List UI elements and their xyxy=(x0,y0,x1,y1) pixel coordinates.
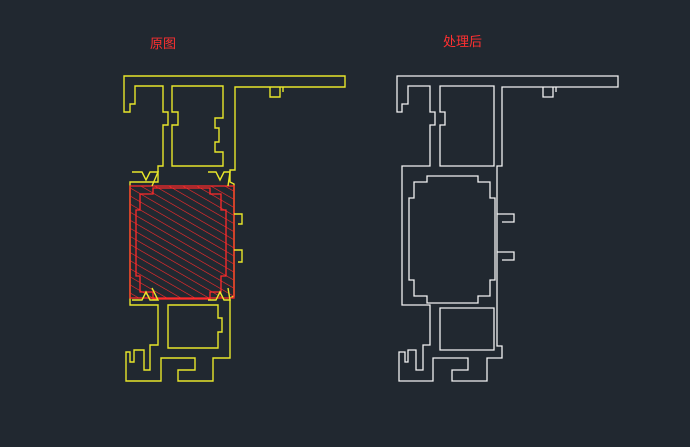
original-hatch-border xyxy=(129,185,235,299)
original-profile[interactable] xyxy=(123,75,346,382)
original-right-tabs xyxy=(234,213,243,263)
original-label: 原图 xyxy=(150,37,177,52)
original-hook xyxy=(269,87,284,98)
processed-label: 处理后 xyxy=(443,35,483,50)
processed-inner-chamber xyxy=(408,175,496,304)
processed-outer-contour xyxy=(396,75,619,382)
original-upper-chamber xyxy=(171,85,224,167)
original-notches xyxy=(132,171,231,301)
processed-profile[interactable] xyxy=(396,75,619,382)
original-inner-chamber xyxy=(135,187,227,300)
original-lower-chamber xyxy=(167,304,223,349)
processed-lower-chamber xyxy=(439,307,495,351)
processed-upper-chamber xyxy=(439,85,495,167)
processed-right-tabs xyxy=(497,213,515,261)
processed-hook xyxy=(542,87,557,98)
original-hatch-fill xyxy=(130,186,234,299)
